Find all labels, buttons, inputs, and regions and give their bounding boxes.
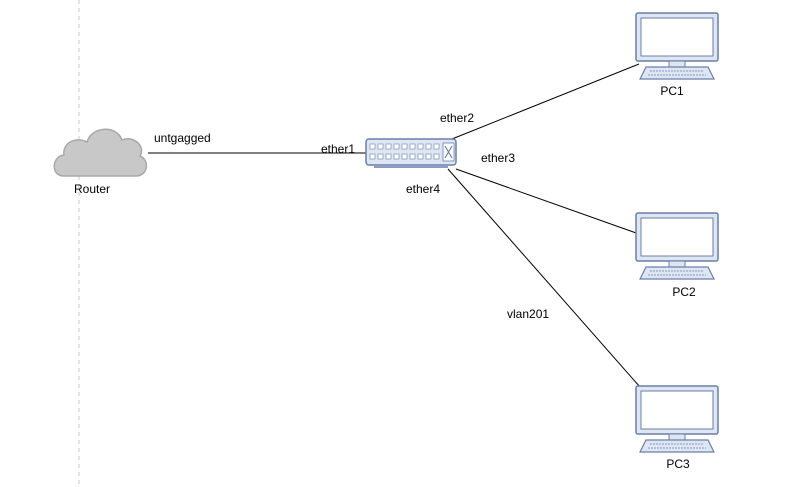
pc2-label: PC2 (672, 285, 696, 299)
desktop-computer-icon (635, 385, 719, 453)
link-switch-pc3[interactable] (447, 168, 641, 388)
pc1-node[interactable]: PC1 (635, 12, 719, 98)
router-node[interactable]: Router (53, 128, 148, 196)
port-label-ether3: ether3 (481, 151, 515, 165)
pc2-node[interactable]: PC2 (635, 212, 719, 299)
switch-icon (365, 138, 457, 168)
port-label-ether1: ether1 (321, 142, 355, 156)
link-switch-pc2[interactable] (455, 168, 640, 235)
cloud-icon (53, 128, 148, 177)
pc1-label: PC1 (660, 84, 684, 98)
desktop-computer-icon (635, 12, 719, 80)
switch-node[interactable] (365, 138, 457, 168)
link-switch-pc1[interactable] (451, 63, 640, 140)
desktop-computer-icon (635, 212, 719, 280)
port-label-ether2: ether2 (440, 111, 474, 125)
pc3-node[interactable]: PC3 (635, 385, 719, 471)
link-label-untagged: untgagged (154, 131, 211, 145)
port-label-ether4: ether4 (406, 182, 440, 196)
link-label-vlan201: vlan201 (507, 307, 549, 321)
pc3-label: PC3 (666, 457, 690, 471)
router-label: Router (74, 182, 110, 196)
